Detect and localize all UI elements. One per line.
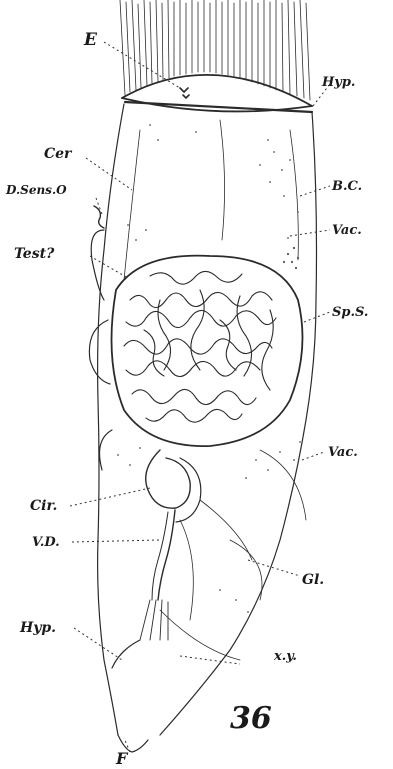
label-cer: Cer <box>44 146 73 162</box>
testis-mass <box>112 256 303 446</box>
label-b-c: B.C. <box>331 179 362 194</box>
label-f: F <box>115 749 129 768</box>
label-vac-mid: Vac. <box>328 445 358 460</box>
internal-structures <box>124 120 306 660</box>
dorsal-sense-organ <box>94 206 104 228</box>
figure-number: 36 <box>230 701 272 736</box>
label-hyp-bottom: Hyp. <box>19 620 56 636</box>
label-x-y: x.y. <box>273 649 297 664</box>
label-d-sens-o: D.Sens.O <box>5 183 67 197</box>
label-vac-top: Vac. <box>332 223 362 238</box>
cirrus-and-vas-deferens <box>112 450 201 668</box>
label-test: Test? <box>14 246 55 262</box>
label-v-d: V.D. <box>32 535 60 550</box>
label-sp-s: Sp.S. <box>332 305 368 320</box>
label-hyp-top: Hyp. <box>321 75 355 90</box>
label-e: E <box>83 30 98 50</box>
stippling <box>117 124 301 613</box>
label-gl: Gl. <box>302 572 324 588</box>
apical-cuticle <box>122 75 312 112</box>
label-cir: Cir. <box>30 498 57 514</box>
